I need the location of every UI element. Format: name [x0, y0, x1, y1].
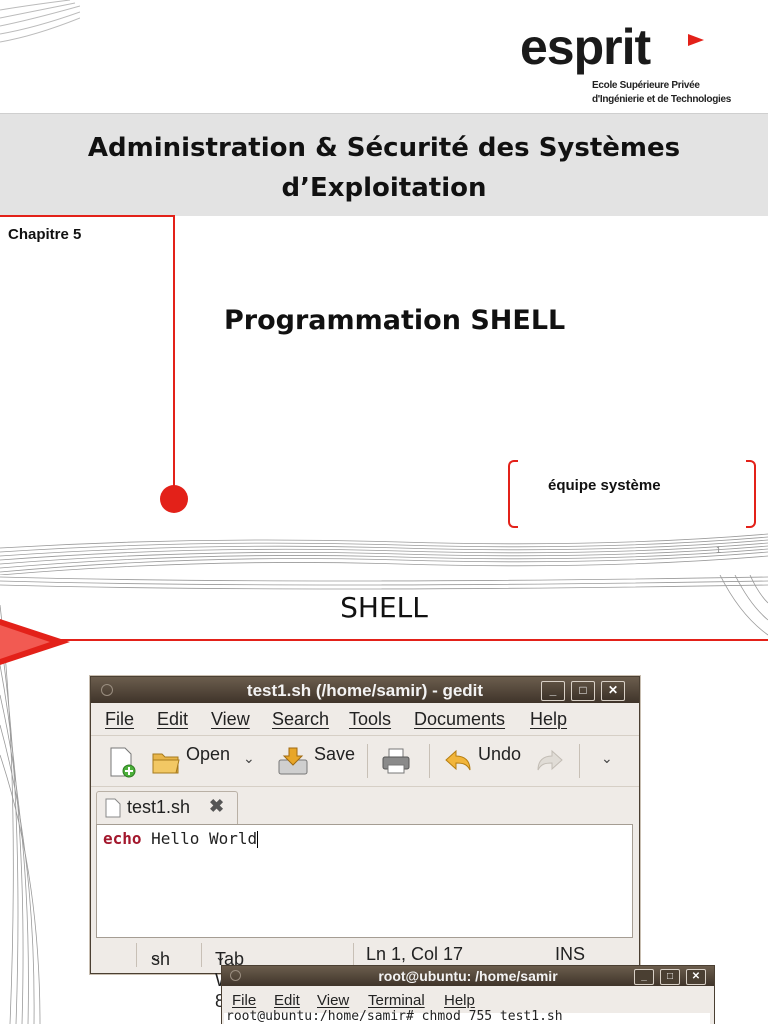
print-button[interactable] — [381, 746, 411, 781]
wave-decoration — [0, 533, 768, 575]
undo-button[interactable]: Undo — [443, 743, 522, 776]
menu-documents[interactable]: Documents — [414, 709, 506, 729]
new-file-icon — [110, 747, 136, 778]
redo-arrow-icon — [537, 749, 563, 771]
menu-search[interactable]: Search — [272, 709, 330, 729]
menu-terminal[interactable]: Terminal — [368, 992, 425, 1009]
toolbar-separator — [579, 744, 580, 778]
slide-title: esprit Ecole Supérieure Privée d'Ingénie… — [0, 0, 768, 575]
menu-edit[interactable]: Edit — [274, 992, 300, 1009]
red-arrow-icon — [0, 619, 70, 665]
chapter-label: Chapitre 5 — [8, 226, 82, 243]
redo-button[interactable] — [535, 746, 565, 781]
terminal-title: root@ubuntu: /home/samir — [378, 968, 558, 984]
status-separator — [353, 943, 354, 967]
tab-test1-sh[interactable]: test1.sh ✖ — [96, 791, 238, 824]
minimize-button[interactable]: _ — [541, 681, 565, 701]
corner-decoration — [0, 0, 80, 43]
toolbar-separator — [367, 744, 368, 778]
code-text: Hello World — [141, 829, 258, 848]
save-label: Save — [314, 743, 356, 764]
cursor-position: Ln 1, Col 17 — [366, 944, 464, 964]
chevron-down-icon: ⌄ — [215, 949, 226, 964]
toolbar-separator — [429, 744, 430, 778]
course-title: Administration & Sécurité des Systèmes d… — [0, 128, 768, 208]
bracket-right — [746, 460, 756, 528]
gedit-titlebar[interactable]: test1.sh (/home/samir) - gedit _ □ ✕ — [91, 677, 639, 703]
insert-mode: INS — [555, 944, 586, 964]
text-editor[interactable]: echo Hello World — [96, 824, 633, 938]
chapter-title: Programmation SHELL — [224, 305, 566, 336]
maximize-button[interactable]: □ — [660, 969, 680, 985]
printer-icon — [382, 748, 410, 774]
menu-view[interactable]: View — [317, 992, 350, 1009]
toolbar-overflow-chevron-down-icon[interactable]: ⌄ — [601, 750, 613, 766]
status-separator — [136, 943, 137, 967]
terminal-output[interactable]: root@ubuntu:/home/samir# chmod 755 test1… — [224, 1009, 710, 1024]
gedit-menubar: File Edit View Search Tools Documents He… — [91, 704, 639, 734]
folder-icon — [152, 753, 180, 774]
window-menu-icon[interactable] — [101, 684, 113, 696]
tab-close-icon[interactable]: ✖ — [209, 796, 225, 816]
menu-file[interactable]: File — [105, 709, 135, 729]
save-button[interactable]: Save — [277, 743, 356, 776]
gedit-window: test1.sh (/home/samir) - gedit _ □ ✕ Fil… — [90, 676, 640, 1011]
new-button[interactable] — [107, 746, 137, 783]
slide-heading: SHELL — [340, 591, 428, 624]
tab-label: test1.sh — [127, 797, 191, 817]
red-divider-vertical — [173, 215, 175, 498]
terminal-line: root@ubuntu:/home/samir# chmod 755 test1… — [226, 1009, 563, 1024]
slide-shell: SHELL test1.sh (/home/samir) - gedit _ □… — [0, 575, 768, 1024]
open-button[interactable]: Open — [151, 743, 231, 776]
chevron-down-icon: ⌄ — [151, 949, 162, 964]
open-dropdown-chevron-down-icon[interactable]: ⌄ — [243, 750, 255, 766]
red-divider-horizontal — [0, 215, 175, 217]
logo-subtitle: Ecole Supérieure Privée d'Ingénierie et … — [592, 79, 731, 107]
code-keyword: echo — [103, 829, 142, 848]
heading-underline — [60, 639, 768, 641]
terminal-menubar: File Edit View Terminal Help — [222, 988, 714, 1012]
undo-label: Undo — [478, 743, 522, 764]
open-label: Open — [186, 743, 231, 764]
menu-help[interactable]: Help — [444, 992, 475, 1009]
code-line-1: echo Hello World — [103, 829, 259, 848]
course-title-line2: d’Exploitation — [281, 173, 487, 203]
gedit-toolbar: Open ⌄ Save — [91, 735, 639, 787]
esprit-logo: esprit — [520, 19, 651, 75]
status-separator — [201, 943, 202, 967]
menu-view[interactable]: View — [211, 709, 250, 729]
document-tabs: test1.sh ✖ — [91, 789, 639, 824]
bracket-left — [508, 460, 518, 528]
logo-flag-icon — [688, 34, 704, 46]
minimize-button[interactable]: _ — [634, 969, 654, 985]
close-button[interactable]: ✕ — [686, 969, 706, 985]
terminal-window: root@ubuntu: /home/samir _ □ ✕ File Edit… — [221, 965, 715, 1024]
window-menu-icon[interactable] — [230, 970, 241, 981]
menu-tools[interactable]: Tools — [349, 709, 392, 729]
menu-help[interactable]: Help — [530, 709, 568, 729]
close-button[interactable]: ✕ — [601, 681, 625, 701]
course-title-line1: Administration & Sécurité des Systèmes — [87, 133, 681, 163]
logo-subtitle-line2: d'Ingénierie et de Technologies — [592, 94, 732, 105]
undo-arrow-icon — [445, 749, 471, 771]
maximize-button[interactable]: □ — [571, 681, 595, 701]
title-band — [0, 113, 768, 216]
save-icon — [278, 747, 308, 775]
document-icon — [105, 798, 121, 818]
page-number: 1 — [716, 545, 722, 555]
gedit-title: test1.sh (/home/samir) - gedit — [246, 681, 484, 700]
terminal-titlebar[interactable]: root@ubuntu: /home/samir _ □ ✕ — [222, 966, 714, 986]
language-label: sh — [151, 949, 171, 969]
team-label: équipe système — [548, 477, 661, 494]
logo-subtitle-line1: Ecole Supérieure Privée — [592, 80, 700, 91]
wave-background — [0, 575, 768, 1024]
menu-edit[interactable]: Edit — [157, 709, 189, 729]
text-cursor — [257, 831, 259, 848]
menu-file[interactable]: File — [232, 992, 257, 1009]
red-dot — [160, 485, 188, 513]
